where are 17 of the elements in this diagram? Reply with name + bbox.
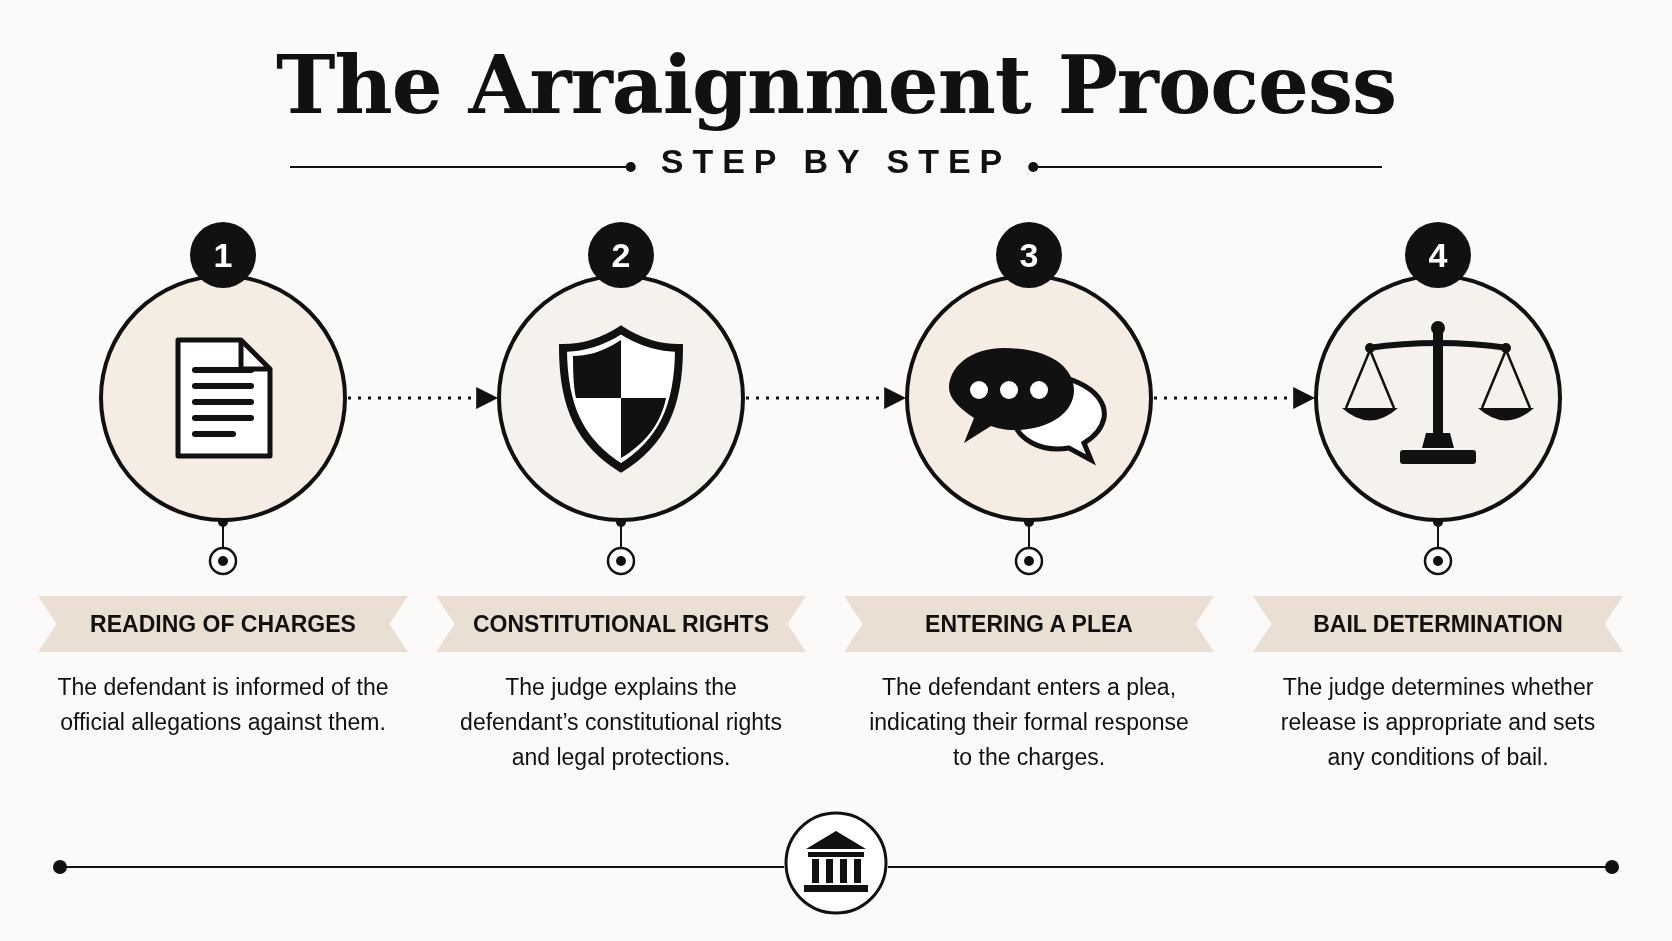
step-number-badge: 1 — [190, 222, 256, 288]
title-banner: BAIL DETERMINATION — [1253, 596, 1623, 652]
step-number-badge: 3 — [996, 222, 1062, 288]
step-number-badge: 2 — [588, 222, 654, 288]
title-banner: CONSTITUTIONAL RIGHTS — [436, 596, 806, 652]
step-description: The judge explains the defendant’s constitutional rights and legal protections. — [459, 673, 783, 772]
step-number-badge: 4 — [1405, 222, 1471, 288]
arrow — [746, 387, 907, 409]
step-description: The defendant enters a plea, indicating their formal response to the charges. — [868, 673, 1190, 772]
title-banner: ENTERING A PLEA — [844, 596, 1214, 652]
arrow — [348, 387, 499, 409]
step-description: The defendant is informed of the official allegations against them. — [56, 673, 390, 737]
step-description: The judge determines whether release is appropriate and sets any conditions of bail. — [1279, 673, 1597, 772]
arrow — [1154, 387, 1316, 409]
title: The Arraignment Process — [276, 38, 1396, 132]
title-banner: READING OF CHARGES — [38, 596, 408, 652]
subtitle: STEP BY STEP — [660, 142, 1012, 181]
